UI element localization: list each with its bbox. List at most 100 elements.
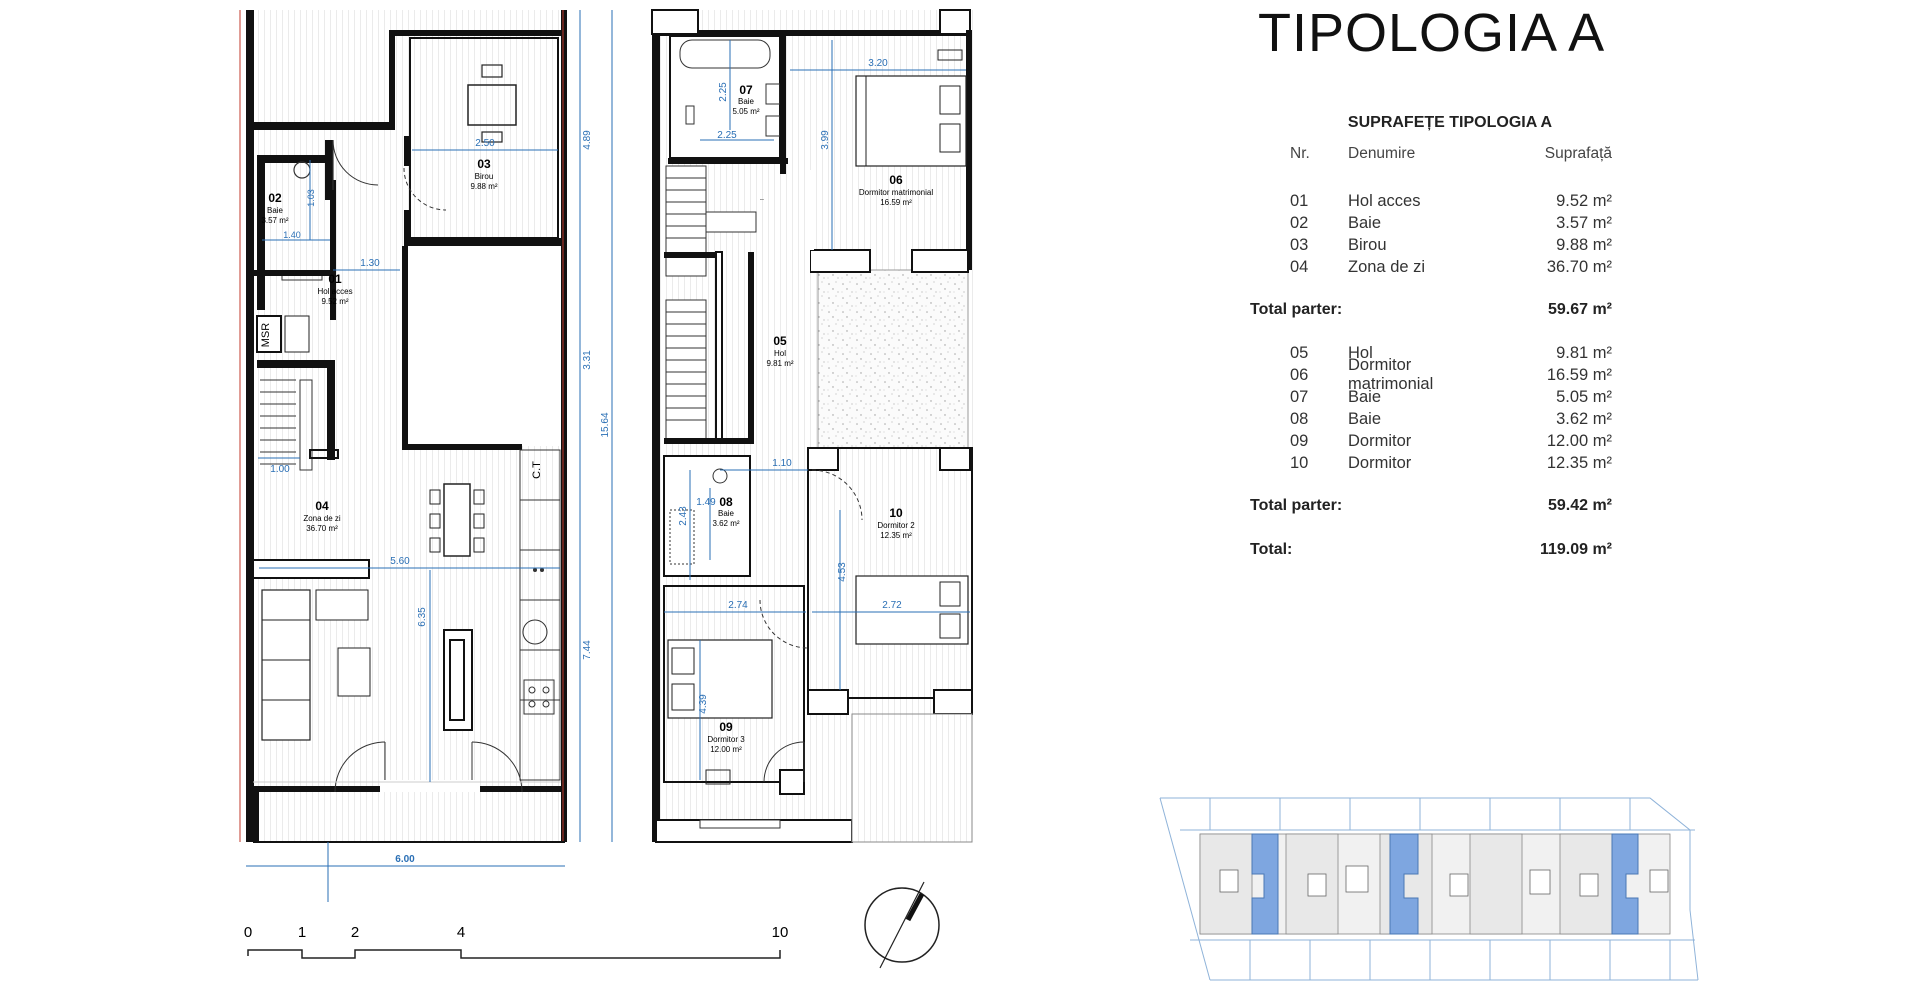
svg-text:0: 0	[244, 924, 252, 941]
room-label-10: 10 Dormitor 2 12.35 m²	[877, 506, 915, 540]
area-table-heading: SUPRAFEȚE TIPOLOGIA A	[1347, 114, 1553, 131]
north-arrow-icon	[864, 881, 940, 969]
svg-text:36.70 m²: 36.70 m²	[306, 524, 338, 533]
room-07-bath	[669, 35, 781, 159]
dim-2.50: 2.50	[475, 138, 495, 149]
col-area: Suprafață	[1544, 145, 1612, 162]
svg-text:Baie: Baie	[267, 206, 284, 215]
wall-left	[246, 10, 254, 842]
svg-text:Dormitor 2: Dormitor 2	[877, 521, 915, 530]
site-key-plan	[1159, 797, 1699, 981]
dim-6.35: 6.35	[417, 607, 428, 627]
dimension-lines-upper	[664, 40, 970, 780]
svg-text:Baie: Baie	[738, 97, 755, 106]
svg-text:Hol acces: Hol acces	[317, 287, 352, 296]
room-label-01: 01 Hol acces 9.52 m²	[317, 272, 352, 306]
room-label-05: 05 Hol 9.81 m²	[766, 334, 793, 368]
dim-4.89: 4.89	[582, 130, 593, 150]
svg-text:3.57 m²: 3.57 m²	[261, 216, 288, 225]
floor-plans: MSR C.T	[239, 9, 976, 969]
dim-6.00: 6.00	[395, 854, 415, 865]
wall-right	[561, 10, 567, 842]
svg-text:02: 02	[268, 191, 282, 205]
room-label-04: 04 Zona de zi 36.70 m²	[303, 499, 341, 533]
dim-5.60: 5.60	[390, 556, 410, 567]
dim-2.25-v: 2.25	[718, 82, 729, 102]
svg-text:9.88 m²: 9.88 m²	[470, 182, 497, 191]
svg-text:08: 08	[719, 495, 733, 509]
svg-text:Zona de zi: Zona de zi	[303, 514, 341, 523]
dim-3.99: 3.99	[820, 130, 831, 150]
dim-1.10: 1.10	[772, 458, 792, 469]
room-label-06: 06 Dormitor matrimonial 16.59 m²	[859, 173, 933, 207]
area-table: SUPRAFEȚE TIPOLOGIA A Nr. Denumire Supra…	[1250, 114, 1612, 562]
msr-label: MSR	[260, 323, 272, 348]
dimension-lines-ground	[246, 10, 613, 902]
svg-text:07: 07	[739, 83, 753, 97]
upper-floor-plan: 05 Hol 9.81 m² 06 Dormitor matrimonial 1…	[651, 9, 976, 843]
svg-text:03: 03	[477, 157, 491, 171]
dim-4.39: 4.39	[698, 694, 709, 714]
svg-text:04: 04	[315, 499, 329, 513]
dim-2.43: 2.43	[678, 506, 689, 526]
svg-text:2: 2	[351, 924, 359, 941]
room-label-03: 03 Birou 9.88 m²	[470, 157, 497, 191]
svg-text:09: 09	[719, 720, 733, 734]
dim-2.74: 2.74	[728, 600, 748, 611]
svg-text:Dormitor matrimonial: Dormitor matrimonial	[859, 188, 933, 197]
svg-text:Birou: Birou	[475, 172, 494, 181]
dim-2.72: 2.72	[882, 600, 902, 611]
dim-1.30: 1.30	[360, 258, 380, 269]
dim-1.40: 1.40	[283, 230, 301, 240]
svg-text:01: 01	[328, 272, 342, 286]
room-label-09: 09 Dormitor 3 12.00 m²	[707, 720, 745, 754]
dim-3.31: 3.31	[582, 350, 593, 370]
svg-text:3.62 m²: 3.62 m²	[712, 519, 739, 528]
svg-text:10: 10	[889, 506, 903, 520]
page-title: TIPOLOGIA A	[1258, 3, 1606, 63]
col-nr: Nr.	[1290, 145, 1310, 162]
svg-text:Hol: Hol	[774, 349, 786, 358]
scale-bar: 0 1 2 4 10	[244, 924, 789, 959]
svg-text:12.00 m²: 12.00 m²	[710, 745, 742, 754]
svg-text:Baie: Baie	[718, 509, 735, 518]
svg-text:4: 4	[457, 924, 465, 941]
svg-text:9.52 m²: 9.52 m²	[321, 297, 348, 306]
dim-2.25-h: 2.25	[717, 130, 737, 141]
dim-7.44: 7.44	[582, 640, 593, 660]
room-08-bath	[663, 455, 751, 577]
grand-total: Total:119.09 m²	[1250, 541, 1612, 558]
ct-label: C.T	[531, 461, 543, 479]
courtyard	[817, 269, 969, 449]
area-table-header: Nr. Denumire Suprafață	[1250, 142, 1612, 166]
svg-text:Dormitor 3: Dormitor 3	[707, 735, 745, 744]
upper-total: Total parter:59.42 m²	[1250, 497, 1612, 514]
svg-text:05: 05	[773, 334, 787, 348]
svg-text:12.35 m²: 12.35 m²	[880, 531, 912, 540]
col-name: Denumire	[1348, 145, 1416, 162]
dim-1.03: 1.03	[306, 189, 316, 207]
dim-15.64: 15.64	[600, 412, 611, 437]
dim-1.49: 1.49	[696, 497, 716, 508]
room-label-08: 08 Baie 3.62 m²	[712, 495, 739, 528]
svg-text:06: 06	[889, 173, 903, 187]
svg-text:10: 10	[772, 924, 789, 941]
room-10-bedroom	[807, 447, 973, 699]
dim-1.00: 1.00	[270, 464, 290, 475]
dim-3.20: 3.20	[868, 58, 888, 69]
ground-floor-plan: MSR C.T	[239, 10, 613, 902]
room-label-07: 07 Baie 5.05 m²	[732, 83, 759, 116]
room-label-02: 02 Baie 3.57 m²	[261, 191, 288, 225]
highlighted-units	[1251, 833, 1639, 935]
svg-text:16.59 m²: 16.59 m²	[880, 198, 912, 207]
